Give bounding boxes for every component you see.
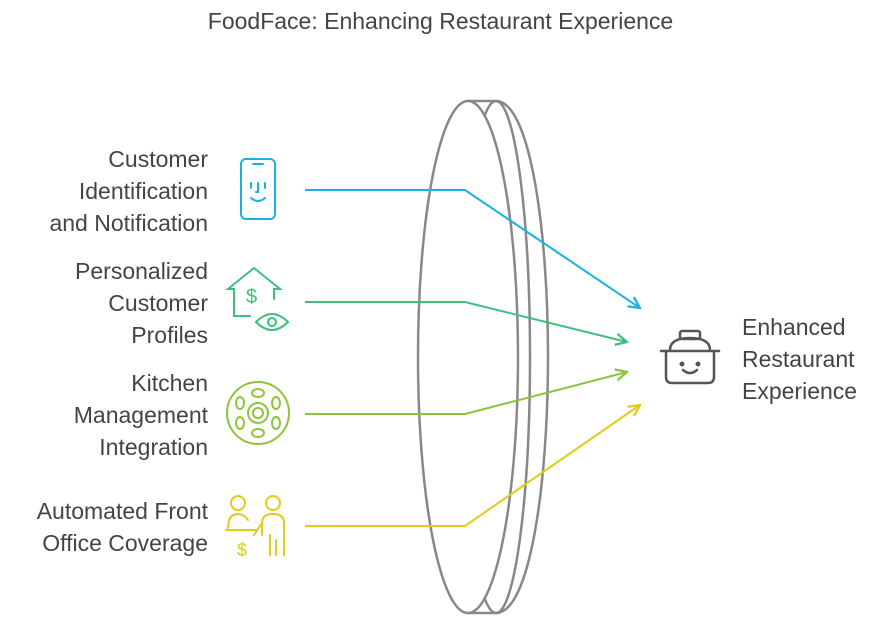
arrow-personalized-profiles — [305, 301, 627, 342]
diagram-title: FoodFace: Enhancing Restaurant Experienc… — [207, 8, 674, 34]
label-personalized-profiles: Personalized Customer Profiles — [75, 258, 208, 348]
arrow-front-office — [305, 405, 640, 527]
house-dollar-eye-icon: $ — [225, 266, 290, 331]
label-enhanced-experience: Enhanced Restaurant Experience — [742, 314, 858, 404]
lens-shape — [416, 99, 550, 615]
label-customer-identification: Customer Identification and Notification — [49, 146, 208, 236]
arrow-kitchen-management — [305, 372, 627, 415]
kitchen-dial-icon — [226, 381, 290, 445]
label-kitchen-management: Kitchen Management Integration — [73, 370, 208, 460]
front-desk-staff-icon: $ — [225, 495, 285, 560]
face-id-phone-icon — [240, 158, 276, 220]
smiling-basket-icon — [659, 329, 721, 385]
arrow-customer-identification — [305, 189, 640, 308]
svg-text:$: $ — [237, 540, 247, 560]
label-front-office: Automated Front Office Coverage — [36, 498, 208, 556]
svg-text:$: $ — [246, 286, 257, 308]
